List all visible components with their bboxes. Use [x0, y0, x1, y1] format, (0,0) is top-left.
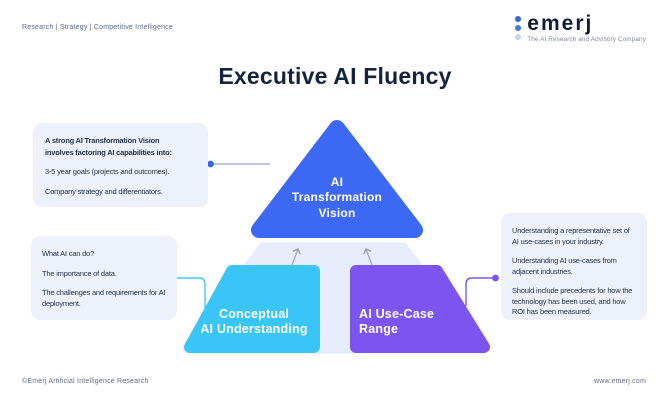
- logo-dot-top: [515, 16, 522, 22]
- label-conceptual-ai-understanding: Conceptual AI Understanding: [200, 307, 308, 336]
- logo-wordmark: emerj: [527, 12, 594, 35]
- pyramid-left-shape: [184, 265, 320, 353]
- page-title: Executive AI Fluency: [218, 63, 452, 89]
- pyramid-top-shape: [251, 120, 423, 238]
- logo-dot-middle: [515, 25, 522, 31]
- callout-vision-item: 3-5 year goals (projects and outcomes).: [45, 167, 170, 176]
- logo-tagline: The AI Research and Advisory Company: [527, 36, 646, 43]
- arrow-up-right-icon: [363, 248, 373, 266]
- callout-understanding-item: The challenges and requirements for AI d…: [42, 288, 166, 308]
- emerj-logo: emerj The AI Research and Advisory Compa…: [515, 13, 646, 43]
- callout-vision-intro: A strong AI Transformation Vision involv…: [45, 136, 172, 157]
- callout-vision: A strong AI Transformation Vision involv…: [33, 123, 208, 207]
- logo-dots-icon: [515, 13, 522, 40]
- callout-usecase-item: Understanding AI use-cases from adjacent…: [512, 256, 617, 276]
- pyramid-right-shape: [350, 265, 490, 353]
- connector-dot-vision: [207, 160, 214, 168]
- header-tagline: Research | Strategy | Competitive Intell…: [22, 24, 173, 31]
- callout-usecase: Understanding a representative set of AI…: [501, 213, 647, 320]
- connector-usecase: [465, 274, 499, 306]
- label-ai-transformation-vision: AI Transformation Vision: [291, 175, 383, 220]
- callout-usecase-item: Should include precedents for how the te…: [512, 286, 633, 316]
- callout-understanding-item: The importance of data.: [42, 268, 117, 278]
- callout-vision-item: Company strategy and differentiators.: [45, 186, 163, 196]
- logo-dot-bottom: [515, 34, 522, 40]
- connector-vision: [207, 160, 270, 168]
- footer-website: www.emerj.com: [594, 378, 646, 385]
- callout-understanding-item: What AI can do?: [42, 249, 95, 258]
- callout-understanding: What AI can do? The importance of data. …: [31, 236, 177, 320]
- footer-copyright: ©Emerj Artificial Intelligence Research: [22, 378, 149, 385]
- connector-dot-usecase: [492, 274, 499, 282]
- logo-text: emerj The AI Research and Advisory Compa…: [527, 13, 646, 43]
- label-ai-use-case-range: AI Use-Case Range: [359, 307, 435, 336]
- arrow-up-left-icon: [291, 248, 301, 266]
- callout-usecase-item: Understanding a representative set of AI…: [512, 226, 630, 246]
